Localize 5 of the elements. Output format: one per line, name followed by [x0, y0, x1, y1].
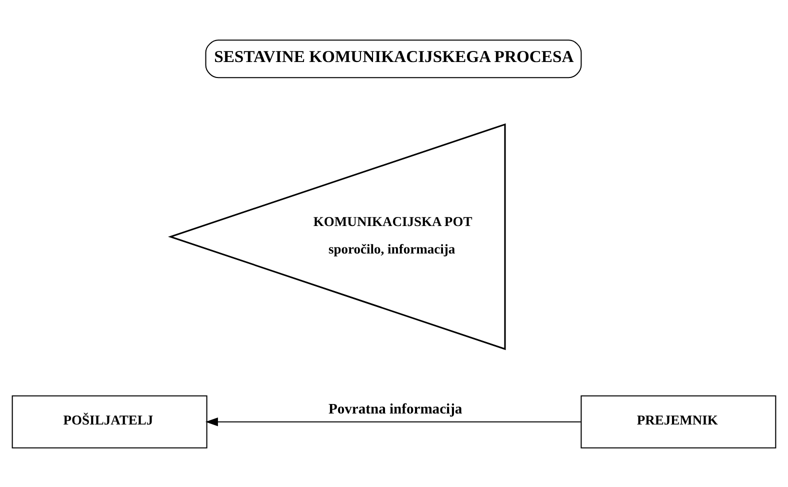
- node-box: PREJEMNIK: [580, 394, 776, 448]
- node-box: SESTAVINE KOMUNIKACIJSKEGA PROCESA: [205, 39, 582, 78]
- node-box: POŠILJATELJ: [12, 394, 208, 448]
- arrow: [205, 416, 581, 426]
- edge-label: Povratna informacija: [328, 401, 462, 418]
